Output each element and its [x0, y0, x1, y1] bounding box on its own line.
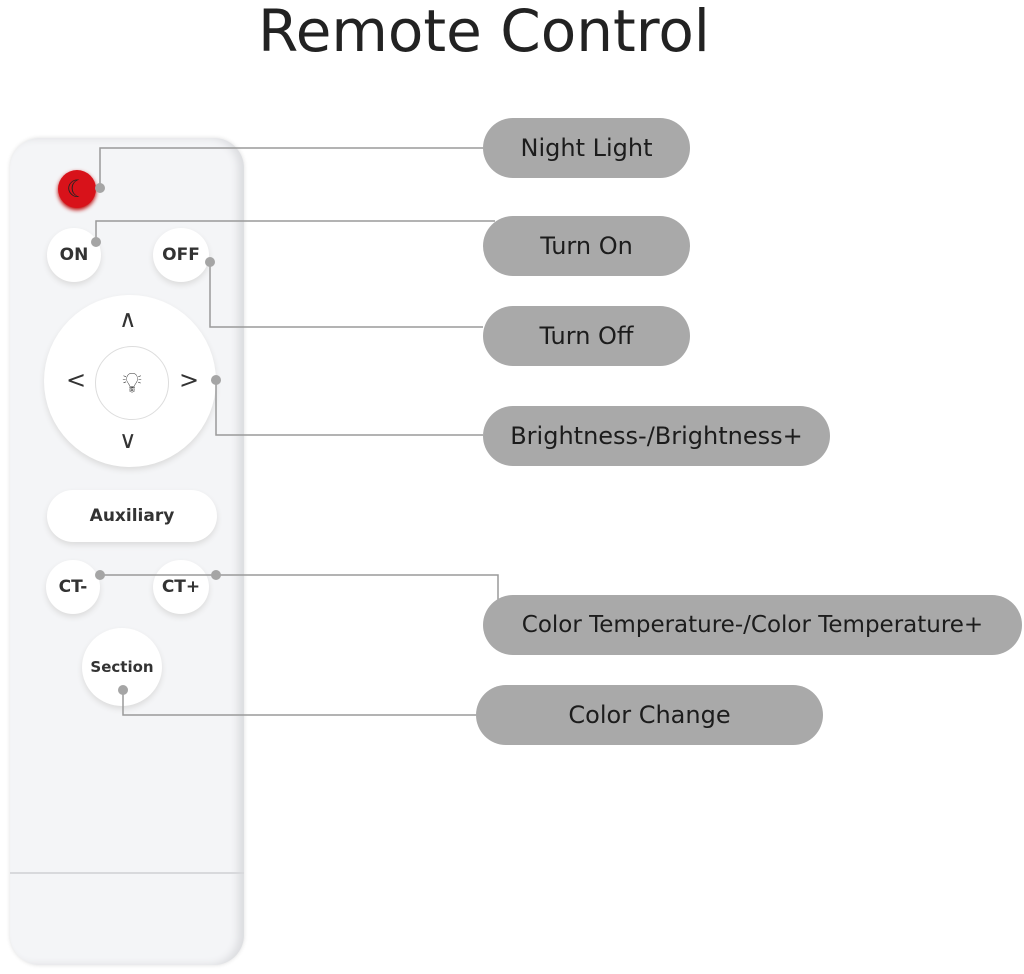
remote-body: [10, 138, 244, 965]
chevron-left-icon[interactable]: <: [66, 366, 87, 394]
chevron-down-icon[interactable]: ∨: [119, 426, 137, 454]
connector-color-change: [122, 690, 476, 716]
light-bulb-button[interactable]: 💡︎: [95, 346, 169, 420]
night-light-button[interactable]: ☾: [58, 170, 96, 208]
label-brightness: Brightness-/Brightness+: [483, 406, 830, 466]
chevron-right-icon[interactable]: >: [179, 366, 200, 394]
ct-plus-button[interactable]: CT+: [153, 560, 209, 614]
page-title: Remote Control: [258, 0, 710, 65]
connector-turn-off: [209, 262, 483, 328]
ct-minus-button[interactable]: CT-: [46, 560, 100, 614]
label-color-temperature: Color Temperature-/Color Temperature+: [483, 595, 1022, 655]
dot-ct-minus: [95, 570, 105, 580]
auxiliary-button[interactable]: Auxiliary: [47, 490, 217, 542]
chevron-up-icon[interactable]: ∧: [119, 305, 137, 333]
connector-brightness: [215, 380, 483, 436]
dot-brightness: [211, 375, 221, 385]
label-color-change: Color Change: [476, 685, 823, 745]
label-night-light: Night Light: [483, 118, 690, 178]
connector-turn-on: [95, 220, 495, 242]
moon-star-icon: ☾: [66, 175, 88, 203]
dot-turn-off: [205, 257, 215, 267]
connector-night-light: [99, 147, 483, 188]
dot-ct-plus: [211, 570, 221, 580]
label-turn-off: Turn Off: [483, 306, 690, 366]
off-button[interactable]: OFF: [153, 228, 209, 282]
dot-color-change: [118, 685, 128, 695]
on-button[interactable]: ON: [47, 228, 101, 282]
light-bulb-icon: 💡︎: [122, 366, 142, 399]
label-turn-on: Turn On: [483, 216, 690, 276]
dot-night-light: [95, 183, 105, 193]
remote-seam: [10, 872, 244, 874]
dot-turn-on: [91, 237, 101, 247]
connector-color-temperature: [100, 574, 499, 600]
